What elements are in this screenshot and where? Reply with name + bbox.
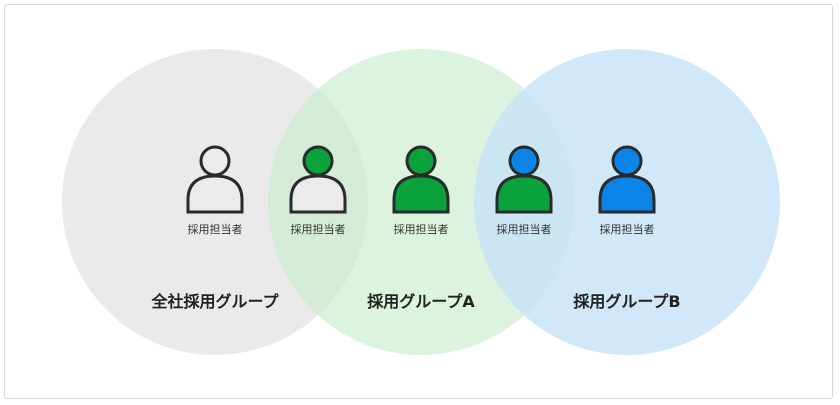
person-label: 採用担当者 xyxy=(188,222,243,236)
person-label: 採用担当者 xyxy=(497,222,552,236)
person-2: 採用担当者 xyxy=(289,145,347,236)
person-icon xyxy=(186,145,244,214)
person-icon xyxy=(392,145,450,214)
person-1: 採用担当者 xyxy=(186,145,244,236)
person-icon xyxy=(598,145,656,214)
group-label-b: 採用グループB xyxy=(573,292,680,311)
person-icon xyxy=(289,145,347,214)
person-4: 採用担当者 xyxy=(495,145,553,236)
person-3: 採用担当者 xyxy=(392,145,450,236)
person-5: 採用担当者 xyxy=(598,145,656,236)
group-label-a: 採用グループA xyxy=(367,292,475,311)
person-label: 採用担当者 xyxy=(394,222,449,236)
person-label: 採用担当者 xyxy=(291,222,346,236)
person-icon xyxy=(495,145,553,214)
person-label: 採用担当者 xyxy=(600,222,655,236)
group-label-all: 全社採用グループ xyxy=(150,292,279,311)
